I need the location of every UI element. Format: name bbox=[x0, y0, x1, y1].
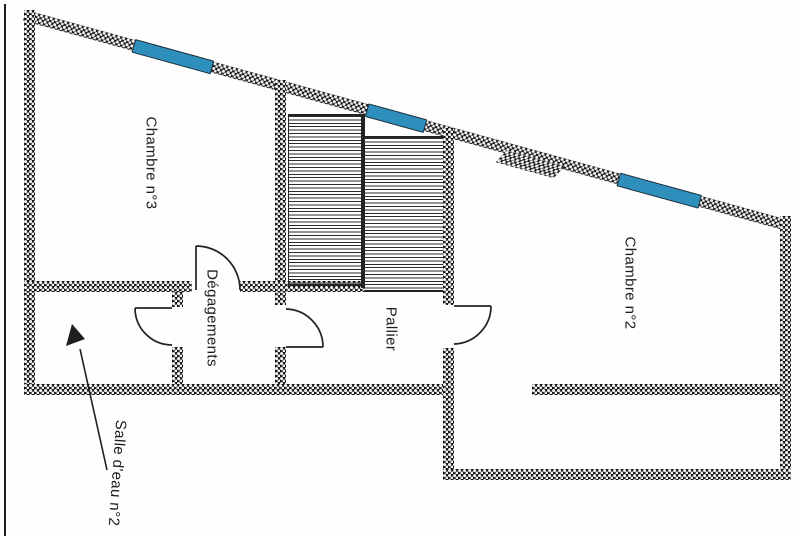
wall-chimney-bump bbox=[495, 150, 565, 179]
wall-chambre2-partition bbox=[532, 384, 784, 395]
staircase-flight-left bbox=[288, 114, 364, 286]
wall-bottom-left-strip bbox=[24, 384, 454, 395]
wall-chambre3-stairs bbox=[275, 80, 286, 305]
door-pallier-chambre2 bbox=[453, 305, 492, 345]
room-label-salle-eau: Salle d'eau n°2 bbox=[104, 419, 130, 527]
wall-stub-below-pallier-door-left bbox=[275, 347, 286, 395]
scan-edge-line bbox=[4, 4, 6, 536]
room-label-chambre2: Chambre n°2 bbox=[621, 236, 639, 330]
staircase-flight-right bbox=[364, 136, 443, 292]
wall-under-chambre3-right bbox=[240, 281, 365, 292]
salle-eau-arrow-icon bbox=[66, 324, 108, 471]
room-label-chambre3: Chambre n°3 bbox=[142, 116, 160, 210]
window bbox=[131, 38, 215, 74]
wall-salle-eau-divider-top bbox=[172, 292, 183, 307]
door-salle-eau bbox=[134, 307, 173, 346]
wall-left bbox=[24, 10, 35, 395]
window bbox=[364, 102, 428, 133]
wall-right bbox=[780, 216, 791, 480]
wall-bottom-chambre2 bbox=[443, 469, 791, 480]
staircase-divider bbox=[361, 114, 365, 288]
room-label-degagements: Dégagements bbox=[203, 269, 221, 367]
wall-pallier-chambre2-bottom bbox=[443, 348, 454, 480]
wall-pallier-chambre2-top bbox=[443, 128, 454, 305]
wall-under-chambre3-left bbox=[24, 281, 192, 292]
window bbox=[616, 172, 703, 209]
door-degagements-pallier bbox=[285, 308, 324, 348]
room-label-pallier: Pallier bbox=[382, 306, 400, 352]
wall-salle-eau-divider-bottom bbox=[172, 347, 183, 395]
